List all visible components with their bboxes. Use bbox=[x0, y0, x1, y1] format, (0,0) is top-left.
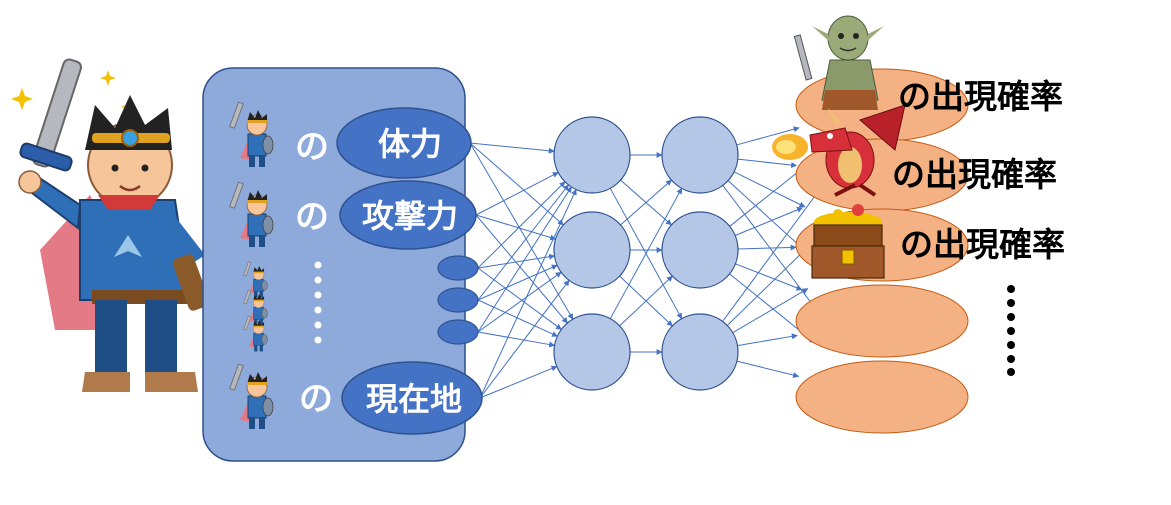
hero-character-icon bbox=[11, 58, 210, 392]
treasure-chest-icon bbox=[811, 204, 885, 279]
output-node bbox=[795, 284, 969, 358]
network-edges bbox=[469, 126, 832, 399]
input-vertical-ellipsis bbox=[314, 261, 322, 344]
hidden-node bbox=[661, 116, 739, 194]
network-edge bbox=[475, 214, 557, 241]
input-particle: の bbox=[295, 127, 329, 167]
network-edge bbox=[620, 179, 672, 226]
network-edge bbox=[737, 244, 797, 251]
network-edge bbox=[479, 188, 577, 399]
output-label: の出現確率 bbox=[898, 77, 1063, 116]
output-label: の出現確率 bbox=[892, 155, 1057, 194]
output-node bbox=[795, 360, 969, 434]
input-node bbox=[437, 287, 479, 313]
network-edge bbox=[477, 331, 556, 348]
input-node-label: 体力 bbox=[378, 125, 442, 163]
network-edge bbox=[469, 142, 555, 154]
output-vertical-ellipsis bbox=[1007, 285, 1015, 376]
hidden-node bbox=[553, 116, 631, 194]
hidden-node bbox=[661, 313, 739, 391]
network-edge bbox=[477, 184, 569, 301]
network-edge bbox=[733, 171, 806, 208]
input-particle: の bbox=[299, 379, 333, 419]
network-edge bbox=[477, 271, 562, 333]
network-edge bbox=[732, 288, 809, 334]
goblin-icon bbox=[793, 15, 884, 110]
network-edge bbox=[619, 275, 673, 327]
input-node bbox=[437, 255, 479, 281]
network-edge bbox=[735, 263, 803, 291]
hidden-node bbox=[553, 313, 631, 391]
input-node-label: 現在地 bbox=[366, 380, 462, 418]
input-particle: の bbox=[295, 197, 329, 237]
network-edge bbox=[469, 142, 574, 320]
dragon-icon bbox=[772, 104, 906, 197]
input-node: 現在地 bbox=[341, 361, 483, 435]
network-edge bbox=[737, 333, 798, 347]
network-edge bbox=[479, 365, 558, 399]
network-edge bbox=[479, 279, 570, 399]
network-edge bbox=[736, 360, 800, 378]
hidden-node bbox=[553, 211, 631, 289]
network-edge bbox=[477, 186, 572, 333]
network-edge bbox=[477, 253, 556, 269]
network-edge bbox=[722, 173, 832, 322]
network-edge bbox=[477, 299, 558, 337]
hidden-node bbox=[661, 211, 739, 289]
network-edge bbox=[477, 264, 558, 301]
input-node bbox=[437, 319, 479, 345]
input-node: 攻撃力 bbox=[339, 180, 477, 250]
input-node: 体力 bbox=[336, 107, 472, 179]
network-edge bbox=[477, 267, 562, 330]
network-edge bbox=[469, 142, 564, 226]
network-edge bbox=[609, 187, 683, 319]
network-edge bbox=[734, 207, 804, 236]
network-edge bbox=[475, 172, 559, 216]
input-node-label: 攻撃力 bbox=[362, 197, 458, 235]
network-edge bbox=[477, 181, 566, 269]
output-label: の出現確率 bbox=[900, 225, 1065, 264]
network-edge bbox=[475, 214, 568, 324]
network-edge bbox=[737, 158, 798, 168]
network-edge bbox=[736, 126, 800, 146]
